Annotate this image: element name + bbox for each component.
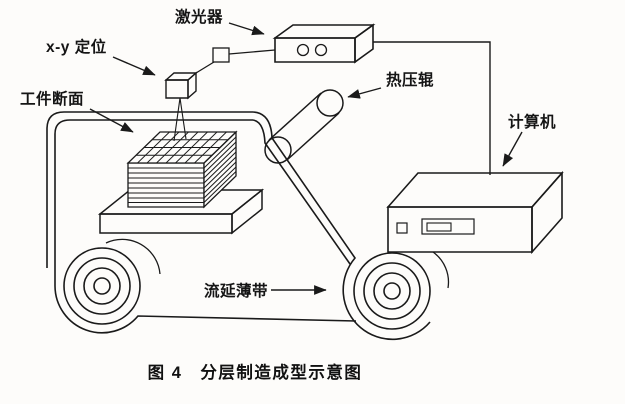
signal-wire-laser-computer: [373, 41, 491, 175]
laser-box: [272, 23, 376, 64]
leader-workpiece-section: [89, 108, 134, 133]
leader-laser: [228, 22, 265, 36]
label-computer: 计算机: [508, 112, 556, 131]
leader-xy-positioner: [112, 56, 156, 76]
power-button: [396, 222, 408, 234]
take-up-roll-back-rim: [432, 251, 450, 289]
tape-inner-edge-and-left-wrap: [54, 119, 357, 334]
computer-case: [386, 170, 564, 255]
build-platform: [97, 188, 265, 235]
label-cast-tape: 流延薄带: [204, 281, 268, 300]
tape-outer-edge: [46, 111, 253, 268]
xy-positioner-cube: [164, 71, 198, 100]
leader-arrows: [89, 22, 523, 295]
layer-stack: [127, 130, 237, 209]
workpiece-cross-section-grid: [126, 131, 238, 164]
label-workpiece-section: 工件断面: [20, 89, 84, 108]
label-hot-roller: 热压辊: [386, 70, 434, 89]
disk-slot: [421, 218, 475, 235]
laser-indicator-2: [314, 43, 328, 57]
layer-lines-side: [203, 136, 237, 203]
laser-indicator-1: [296, 43, 310, 57]
take-up-roll: [353, 251, 450, 330]
cast-tape-web: [46, 111, 431, 341]
grid-lines-horizontal: [136, 139, 228, 156]
hot-press-roller: [264, 89, 344, 164]
control-wiring: [195, 47, 276, 74]
disk-slot-inner: [426, 222, 452, 232]
leader-hot-roller: [347, 87, 382, 99]
supply-roll-back-rim: [105, 238, 161, 275]
laser-beam: [173, 97, 187, 142]
layer-lines-front: [128, 167, 204, 203]
leader-computer: [502, 131, 523, 167]
connector-box: [212, 47, 230, 63]
label-laser: 激光器: [175, 7, 223, 26]
label-xy-positioner: x-y 定位: [46, 37, 107, 56]
supply-roll: [63, 238, 161, 325]
figure-caption: 图 4 分层制造成型示意图: [148, 362, 363, 382]
tape-bend-and-slope-inner: [252, 119, 351, 265]
tape-bend-and-slope-outer: [252, 111, 431, 341]
